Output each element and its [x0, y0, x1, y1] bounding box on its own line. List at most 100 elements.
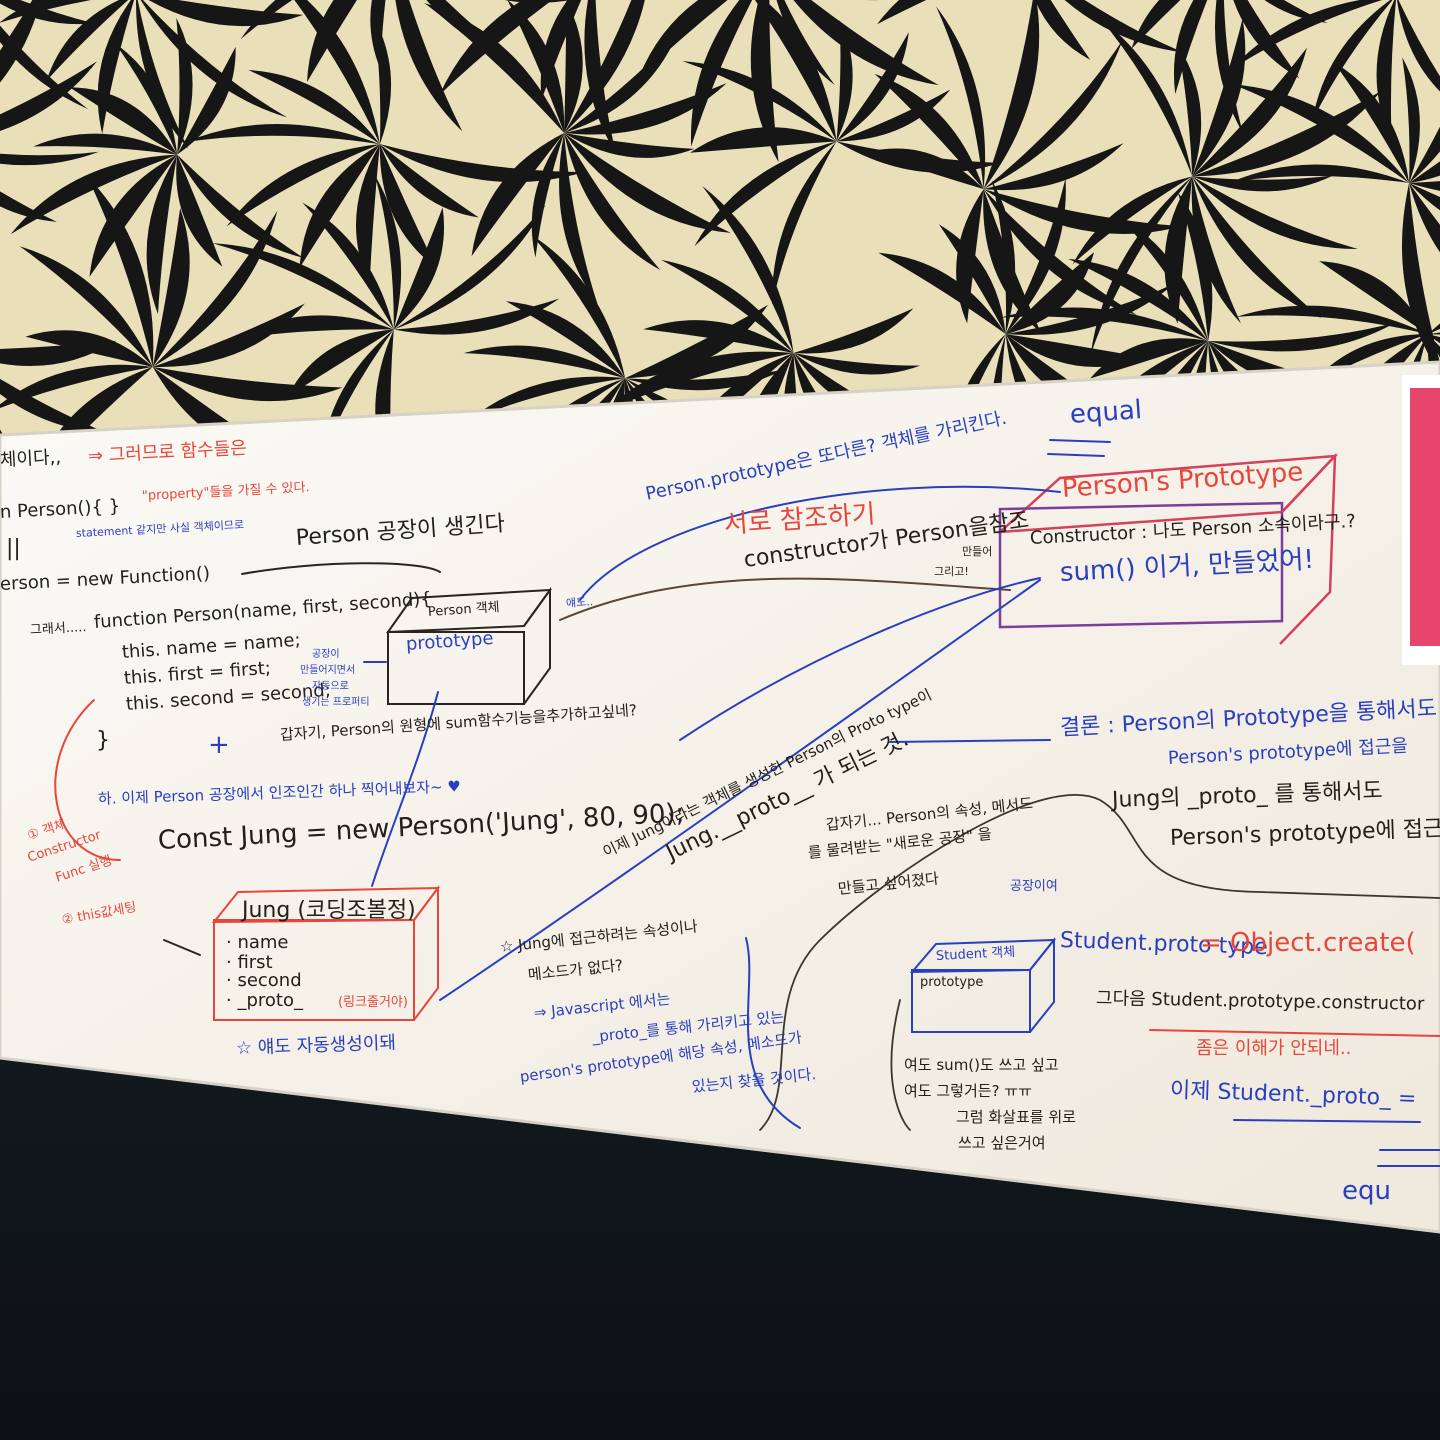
- palm-leaf: [287, 329, 394, 397]
- auto-note-3: 자동으로: [312, 681, 349, 692]
- palm-leaf: [393, 298, 560, 335]
- palm-leaf: [463, 345, 626, 379]
- palm-leaf: [531, 133, 565, 258]
- jung-prop-proto: · _proto_: [226, 990, 303, 1011]
- student-box-icon: [909, 937, 1057, 1033]
- palm-leaf: [1000, 307, 1209, 342]
- arrow-access-note: [745, 937, 801, 1129]
- palm-leaf: [983, 189, 1041, 333]
- auto-note-4: 생기는 프로퍼티: [302, 697, 370, 708]
- arrow-prototype-note: [579, 485, 1061, 601]
- palm-leaf: [1131, 0, 1181, 49]
- arrow-sum-to-prototype: [679, 577, 1041, 741]
- palm-leaf: [691, 0, 753, 147]
- palm-leaf: [1427, 334, 1440, 358]
- palm-leaf: [793, 308, 914, 354]
- divider-line: [890, 999, 911, 1131]
- jung-link-note: (링크줄거야): [338, 995, 408, 1010]
- divider-curve: [759, 794, 1440, 1131]
- palm-leaf: [1236, 305, 1428, 335]
- palm-leaf: [983, 0, 1040, 190]
- palm-leaf: [564, 83, 727, 135]
- palm-leaf: [1090, 338, 1209, 379]
- palm-leaf: [836, 89, 951, 142]
- jung-prop-first: · first: [226, 952, 273, 973]
- palm-leaf: [176, 154, 223, 267]
- equal-lines-bottom: [1377, 1149, 1440, 1167]
- palm-leaf: [69, 87, 178, 155]
- sum-use-line4: 쓰고 싶은거여: [958, 1134, 1046, 1152]
- arrow-red-loop: [54, 699, 121, 861]
- palm-leaf: [1208, 322, 1396, 352]
- ego-note: 얘도..: [565, 595, 594, 610]
- palm-leaf: [836, 20, 853, 142]
- palm-leaf: [1409, 183, 1440, 211]
- palm-leaf: [1005, 283, 1175, 335]
- code-prefix: 그래서.....: [29, 620, 87, 638]
- palm-leaf: [1427, 334, 1440, 344]
- palm-leaf: [152, 207, 190, 367]
- palm-leaf: [602, 351, 794, 413]
- palm-leaf: [1409, 183, 1440, 253]
- jung-prop-second: · second: [226, 970, 302, 991]
- palm-leaf: [355, 144, 380, 285]
- person-box-icon: [386, 586, 553, 705]
- underline-equal-top: [1047, 439, 1111, 457]
- top-left-line1: 체이다,,: [0, 446, 62, 471]
- underline-now: [1233, 1119, 1421, 1123]
- palm-leaf: [1064, 0, 1183, 53]
- palm-leaf: [540, 0, 582, 100]
- palm-leaf: [0, 364, 153, 408]
- palm-leaf: [373, 16, 392, 145]
- palm-leaf: [0, 0, 41, 83]
- palm-leaf: [1427, 332, 1440, 335]
- prototype-box-icon: [996, 452, 1339, 645]
- sum-use-line2: 여도 그렇거든? ㅠㅠ: [904, 1082, 1032, 1100]
- whiteboard-surface: [0, 360, 1440, 1234]
- palm-leaf: [1402, 183, 1440, 374]
- palm-leaf: [564, 1, 583, 134]
- palm-leaf: [936, 6, 986, 190]
- jung-box-icon: [211, 885, 441, 1021]
- palm-leaf: [152, 366, 343, 402]
- jung-box-title: Jung (코딩조볼정): [242, 898, 416, 923]
- palm-leaf: [1397, 0, 1440, 92]
- palm-leaf: [1402, 57, 1420, 184]
- palm-leaf: [152, 303, 305, 367]
- confusing-note: 좀은 이해가 안되네..: [1196, 1038, 1352, 1059]
- arrow-factory-down: [241, 562, 441, 575]
- palm-leaf: [1005, 178, 1066, 334]
- sum-use-line3: 그럼 화살표를 위로: [956, 1108, 1076, 1126]
- palm-leaf: [1177, 191, 1213, 342]
- palm-leaf: [1409, 126, 1440, 184]
- equal-bottom: equ: [1342, 1176, 1391, 1206]
- palm-leaf: [177, 46, 236, 155]
- palm-leaf: [25, 330, 153, 367]
- palm-leaf: [0, 151, 99, 166]
- auto-note-2: 만들어지면서: [300, 665, 356, 676]
- palm-leaf: [1034, 0, 1091, 60]
- underline-then: [1149, 1029, 1440, 1037]
- arrow-person-to-prototype: [559, 577, 1011, 621]
- auto-note-1: 공장이: [312, 649, 340, 660]
- arrow-jung-proto: [439, 579, 1041, 1001]
- student-box-title: Student 객체: [935, 944, 1016, 964]
- palm-leaf: [374, 175, 402, 330]
- palm-leaf: [1409, 161, 1440, 184]
- palm-leaf: [793, 0, 939, 86]
- palm-leaf: [1192, 18, 1246, 177]
- palm-leaf: [638, 0, 728, 78]
- palm-leaf: [0, 0, 95, 25]
- palm-leaf: [87, 176, 154, 367]
- palm-leaf: [306, 0, 357, 83]
- palm-leaf: [991, 180, 1016, 334]
- palm-leaf: [1214, 0, 1244, 134]
- palm-leaf: [33, 133, 178, 155]
- proto-side-note2: 그리고!: [934, 565, 969, 578]
- palm-leaf: [232, 315, 394, 339]
- jung-prop-name: · name: [226, 932, 289, 953]
- palm-leaf: [1192, 175, 1333, 192]
- palm-leaf: [0, 0, 92, 23]
- palm-leaf: [379, 144, 437, 269]
